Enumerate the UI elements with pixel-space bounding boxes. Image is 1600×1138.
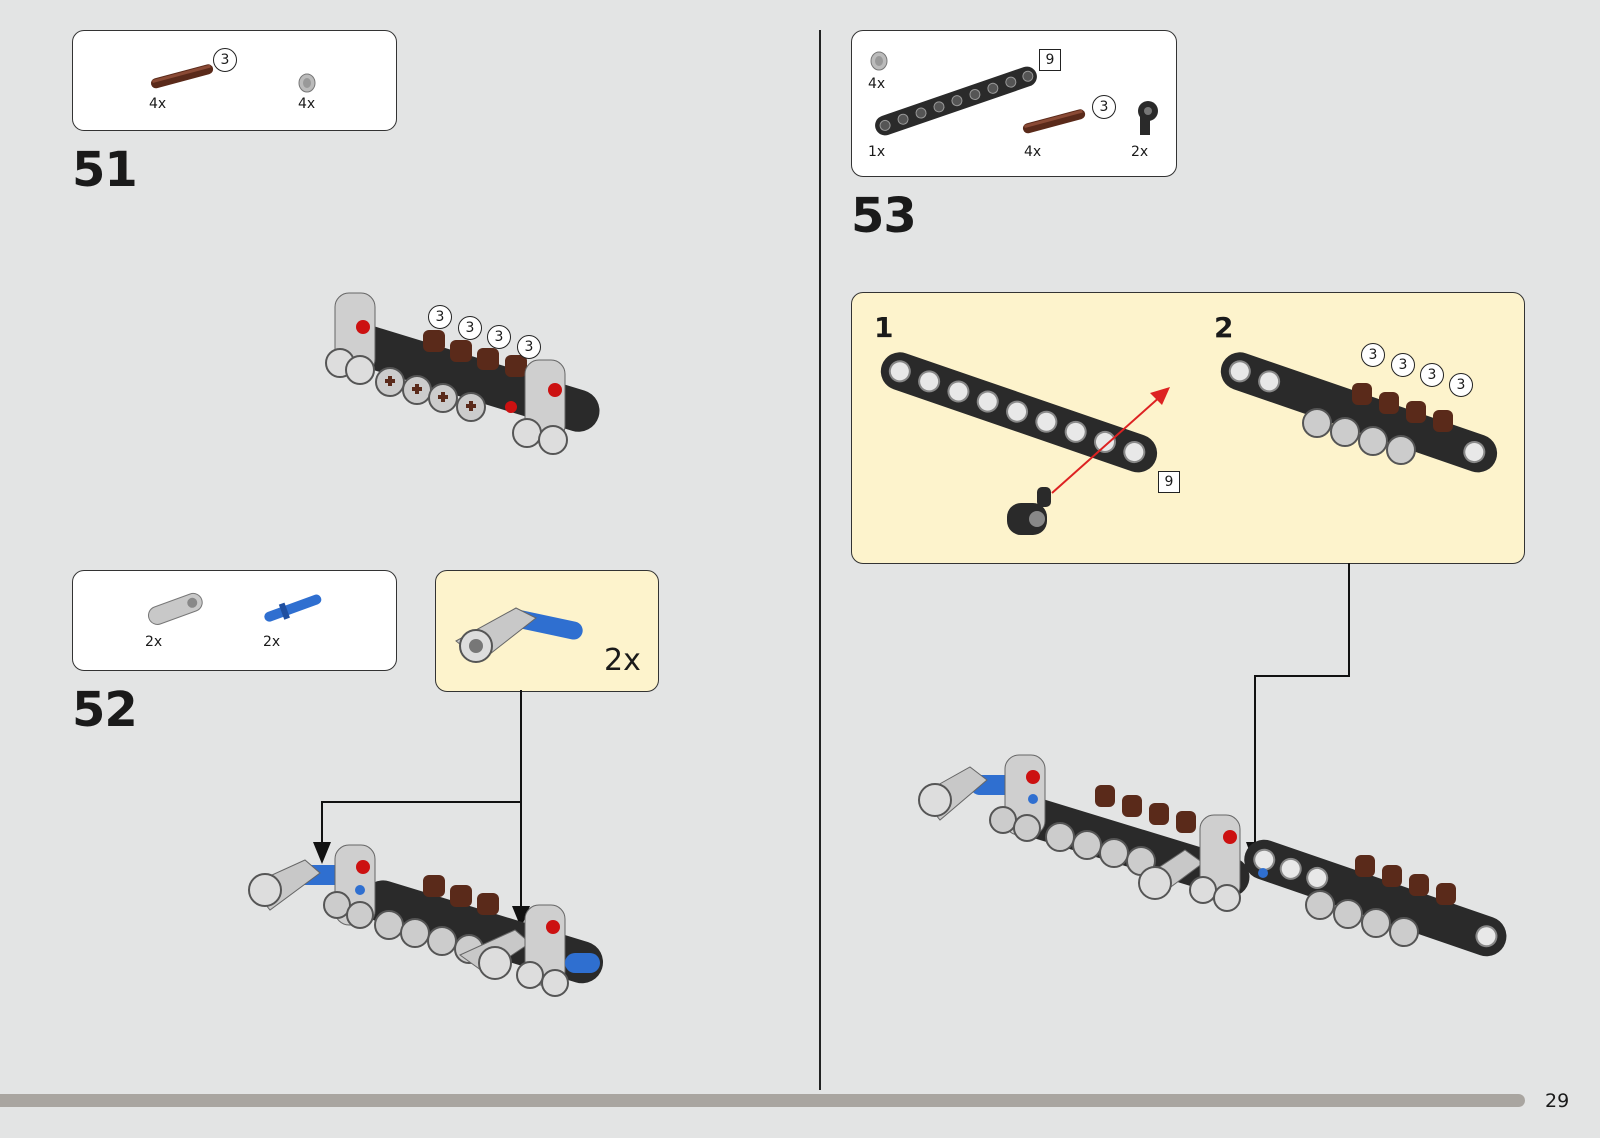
part-qty: 2x bbox=[145, 634, 163, 650]
length-badge: 3 bbox=[1361, 343, 1385, 367]
page-number: 29 bbox=[1545, 1090, 1570, 1112]
black-beam-icon bbox=[875, 66, 1037, 136]
part-qty: 2x bbox=[263, 634, 281, 650]
page-divider bbox=[819, 30, 821, 1090]
length-badge: 3 bbox=[487, 325, 511, 349]
length-badge: 3 bbox=[458, 316, 482, 340]
substep2-assembly bbox=[1220, 352, 1498, 473]
grey-connector-icon bbox=[147, 592, 203, 625]
substep-number: 1 bbox=[874, 311, 894, 344]
grey-bush-icon bbox=[298, 73, 316, 93]
substep1-beam bbox=[880, 352, 1158, 473]
step51-parts-box: 3 4x 4x bbox=[72, 30, 397, 131]
step51-assembly bbox=[325, 292, 600, 455]
beam-length-badge: 9 bbox=[1158, 471, 1180, 493]
step52-assembly bbox=[248, 844, 604, 997]
blue-axle-pin-icon bbox=[264, 594, 322, 622]
length-badge: 3 bbox=[213, 48, 237, 72]
step-number: 53 bbox=[851, 188, 917, 244]
step52-callout: 2x bbox=[435, 570, 659, 692]
step52-parts-box: 2x 2x bbox=[72, 570, 397, 671]
part-qty: 1x bbox=[868, 144, 886, 160]
progress-bar bbox=[0, 1094, 1525, 1107]
brown-axle-pin-icon bbox=[150, 64, 214, 89]
connector-blue-pin-icon bbox=[455, 607, 583, 663]
callout-qty: 2x bbox=[604, 643, 641, 678]
length-badge: 3 bbox=[1420, 363, 1444, 387]
grey-bush-icon bbox=[870, 51, 888, 71]
brown-axle-pin-icon bbox=[1022, 109, 1086, 134]
step-number: 52 bbox=[72, 682, 138, 738]
part-qty: 4x bbox=[1024, 144, 1042, 160]
length-badge: 3 bbox=[1092, 95, 1116, 119]
part-qty: 4x bbox=[868, 76, 886, 92]
length-badge: 3 bbox=[1449, 373, 1473, 397]
black-connector-icon bbox=[1138, 101, 1158, 135]
length-badge: 3 bbox=[1391, 353, 1415, 377]
length-badge: 3 bbox=[428, 305, 452, 329]
beam-length-badge: 9 bbox=[1039, 49, 1061, 71]
part-qty: 4x bbox=[298, 96, 316, 112]
substep-number: 2 bbox=[1214, 311, 1234, 344]
length-badge: 3 bbox=[517, 335, 541, 359]
step53-parts-box: 4x 9 1x 3 4x 2x bbox=[851, 30, 1177, 177]
insert-arrow bbox=[1051, 387, 1170, 494]
step53-assembly bbox=[918, 754, 1507, 957]
part-qty: 2x bbox=[1131, 144, 1149, 160]
part-qty: 4x bbox=[149, 96, 167, 112]
black-connector-icon bbox=[1007, 487, 1051, 535]
step53-substeps: 1 2 9 3 3 3 3 bbox=[851, 292, 1525, 564]
step-number: 51 bbox=[72, 142, 138, 198]
